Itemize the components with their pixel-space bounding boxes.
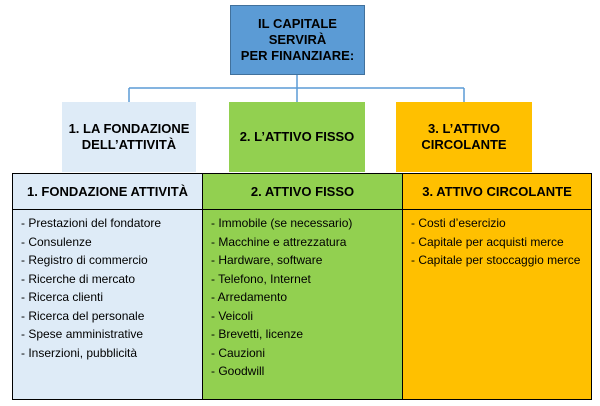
list-item: - Brevetti, licenze bbox=[211, 327, 304, 341]
list-item: - Cauzioni bbox=[211, 345, 266, 360]
list-item: - Goodwill bbox=[211, 364, 265, 378]
table-column-attivo-circolante: 3. ATTIVO CIRCOLANTE - Costi d’esercizio… bbox=[402, 174, 591, 399]
list-item: - Spese amministrative bbox=[21, 327, 144, 341]
list-item: - Hardware, software bbox=[211, 253, 323, 267]
branch-node-attivo-fisso: 2. L’ATTIVO FISSO bbox=[229, 102, 365, 172]
list-item: - Arredamento bbox=[211, 290, 288, 304]
list-item: - Immobile (se necessario) bbox=[211, 216, 353, 230]
list-item: - Veicoli bbox=[211, 308, 254, 323]
table-column-fondazione: 1. FONDAZIONE ATTIVITÀ - Prestazioni del… bbox=[13, 174, 202, 399]
root-node-label: IL CAPITALE SERVIRÀ PER FINANZIARE: bbox=[240, 16, 355, 63]
table-column-header: 1. FONDAZIONE ATTIVITÀ bbox=[13, 174, 202, 210]
branch-node-attivo-circolante-label: 3. L’ATTIVO CIRCOLANTE bbox=[421, 121, 507, 152]
branch-node-attivo-circolante: 3. L’ATTIVO CIRCOLANTE bbox=[396, 102, 532, 172]
table-column-list: - Costi d’esercizio - Capitale per acqui… bbox=[403, 210, 591, 270]
branch-node-attivo-fisso-label: 2. L’ATTIVO FISSO bbox=[239, 129, 355, 144]
list-item: - Consulenze bbox=[21, 234, 92, 249]
list-item: - Macchine e attrezzatura bbox=[211, 234, 347, 249]
list-item: - Costi d’esercizio bbox=[411, 216, 506, 230]
list-item: - Telefono, Internet bbox=[211, 271, 311, 286]
list-item: - Inserzioni, pubblicità bbox=[21, 345, 138, 360]
table-column-attivo-fisso: 2. ATTIVO FISSO - Immobile (se necessari… bbox=[202, 174, 402, 399]
list-item: - Registro di commercio bbox=[21, 253, 148, 267]
list-item: - Ricerche di mercato bbox=[21, 271, 136, 286]
branch-node-fondazione-label: 1. LA FONDAZIONE DELL’ATTIVITÀ bbox=[68, 121, 190, 152]
table-column-list: - Immobile (se necessario) - Macchine e … bbox=[203, 210, 402, 381]
list-item: - Capitale per acquisti merce bbox=[411, 234, 564, 249]
list-item: - Capitale per stoccaggio merce bbox=[411, 253, 581, 267]
root-node: IL CAPITALE SERVIRÀ PER FINANZIARE: bbox=[230, 5, 365, 75]
detail-table: 1. FONDAZIONE ATTIVITÀ - Prestazioni del… bbox=[12, 173, 592, 400]
table-column-list: - Prestazioni del fondatore - Consulenze… bbox=[13, 210, 202, 362]
list-item: - Ricerca del personale bbox=[21, 308, 145, 323]
list-item: - Prestazioni del fondatore bbox=[21, 216, 162, 230]
table-column-header: 3. ATTIVO CIRCOLANTE bbox=[403, 174, 591, 210]
table-column-header: 2. ATTIVO FISSO bbox=[203, 174, 402, 210]
list-item: - Ricerca clienti bbox=[21, 290, 104, 304]
branch-node-fondazione: 1. LA FONDAZIONE DELL’ATTIVITÀ bbox=[62, 102, 196, 172]
